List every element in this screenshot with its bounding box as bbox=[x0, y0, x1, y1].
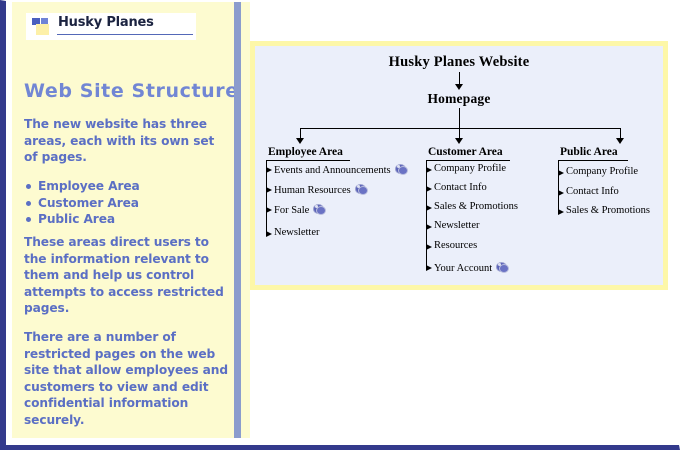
leaf-label: Sales & Promotions bbox=[566, 205, 651, 216]
list-item: Employee Area bbox=[24, 178, 229, 195]
leaf-label: Company Profile bbox=[434, 163, 507, 174]
connector-home-stem bbox=[459, 108, 460, 128]
leaf-label: Human Resources bbox=[274, 185, 351, 196]
leaf-item: Company Profile bbox=[434, 163, 506, 175]
diagram-canvas: Husky Planes Website Homepage Employee A… bbox=[255, 46, 663, 285]
leaf-label: Contact Info bbox=[434, 182, 487, 193]
leaf-item: Newsletter bbox=[434, 220, 479, 232]
sidebar-paragraph-3: There are a number of restricted pages o… bbox=[24, 330, 228, 427]
sidebar-area-list: Employee Area Customer Area Public Area bbox=[24, 178, 229, 228]
connector-drop-customer bbox=[459, 128, 460, 140]
leaf-arrow bbox=[266, 207, 272, 213]
column-spine-customer bbox=[426, 160, 427, 269]
connector-drop-public bbox=[620, 128, 621, 140]
sidebar-divider-gutter bbox=[241, 2, 250, 438]
arrowhead-customer bbox=[455, 138, 463, 144]
leaf-arrow bbox=[426, 224, 432, 230]
logo-square-yellow bbox=[36, 24, 49, 35]
leaf-arrow bbox=[426, 244, 432, 250]
leaf-label: Resources bbox=[434, 240, 478, 251]
logo-square-blue-a bbox=[32, 18, 40, 25]
list-item: Public Area bbox=[24, 211, 229, 228]
leaf-label: Sales & Promotions bbox=[434, 201, 519, 212]
leaf-item: For Sale bbox=[274, 203, 327, 217]
column-underline-customer bbox=[426, 160, 510, 161]
leaf-arrow bbox=[558, 170, 564, 176]
leaf-item: Contact Info bbox=[566, 186, 619, 198]
leaf-label: Your Account bbox=[434, 263, 493, 274]
connector-bus bbox=[300, 128, 620, 129]
leaf-arrow bbox=[558, 209, 564, 215]
arrowhead-employee bbox=[296, 138, 304, 144]
leaf-label: Events and Announcements bbox=[274, 165, 391, 176]
connector-drop-employee bbox=[300, 128, 301, 140]
sidebar-paragraph-1: The new website has three areas, each wi… bbox=[24, 117, 215, 164]
sidebar-divider bbox=[234, 2, 241, 438]
sidebar: Husky Planes Web Site Structure The new … bbox=[12, 2, 238, 438]
leaf-label: Company Profile bbox=[566, 166, 639, 177]
sidebar-paragraph-2: These areas direct users to the informat… bbox=[24, 235, 224, 315]
leaf-label: Newsletter bbox=[434, 220, 480, 231]
column-underline-public bbox=[558, 160, 628, 161]
leaf-item: Contact Info bbox=[434, 182, 487, 194]
leaf-label: Newsletter bbox=[274, 227, 320, 238]
brand-name: Husky Planes bbox=[58, 15, 154, 30]
column-header-customer: Customer Area bbox=[428, 146, 503, 158]
leaf-arrow bbox=[426, 167, 432, 173]
leaf-item: Events and Announcements bbox=[274, 163, 409, 177]
brand-underline-rule bbox=[57, 34, 193, 35]
site-structure-diagram-panel: Husky Planes Website Homepage Employee A… bbox=[250, 41, 668, 290]
leaf-arrow bbox=[426, 205, 432, 211]
column-header-employee: Employee Area bbox=[268, 146, 343, 158]
page-title: Web Site Structure bbox=[24, 80, 239, 102]
leaf-label: Contact Info bbox=[566, 186, 619, 197]
leaf-item: Resources bbox=[434, 240, 477, 252]
diagram-root-title: Husky Planes Website bbox=[388, 54, 530, 70]
leaf-label: For Sale bbox=[274, 205, 310, 216]
logo-header-box: Husky Planes bbox=[26, 13, 196, 40]
column-header-public: Public Area bbox=[560, 146, 618, 158]
leaf-arrow bbox=[266, 231, 272, 237]
leaf-arrow bbox=[426, 265, 432, 271]
leaf-arrow bbox=[266, 167, 272, 173]
restricted-lock-icon bbox=[394, 163, 409, 176]
leaf-arrow bbox=[266, 187, 272, 193]
leaf-arrow bbox=[426, 186, 432, 192]
column-spine-public bbox=[558, 160, 559, 213]
restricted-lock-icon bbox=[354, 183, 369, 196]
restricted-lock-icon bbox=[495, 261, 510, 274]
diagram-home-title: Homepage bbox=[427, 91, 491, 106]
logo-square-blue-b bbox=[41, 18, 48, 25]
leaf-item: Newsletter bbox=[274, 227, 319, 239]
leaf-item: Sales & Promotions bbox=[566, 205, 650, 217]
restricted-lock-icon bbox=[312, 203, 327, 216]
list-item: Customer Area bbox=[24, 195, 229, 212]
leaf-item: Human Resources bbox=[274, 183, 369, 197]
leaf-arrow bbox=[558, 190, 564, 196]
leaf-item: Your Account bbox=[434, 261, 510, 275]
husky-planes-logo-icon bbox=[32, 18, 54, 36]
column-spine-employee bbox=[266, 160, 267, 235]
column-underline-employee bbox=[266, 160, 350, 161]
connector-root-to-home bbox=[459, 72, 460, 85]
leaf-item: Company Profile bbox=[566, 166, 638, 178]
leaf-item: Sales & Promotions bbox=[434, 201, 518, 213]
arrowhead-public bbox=[616, 138, 624, 144]
arrowhead-root-to-home bbox=[455, 84, 463, 90]
